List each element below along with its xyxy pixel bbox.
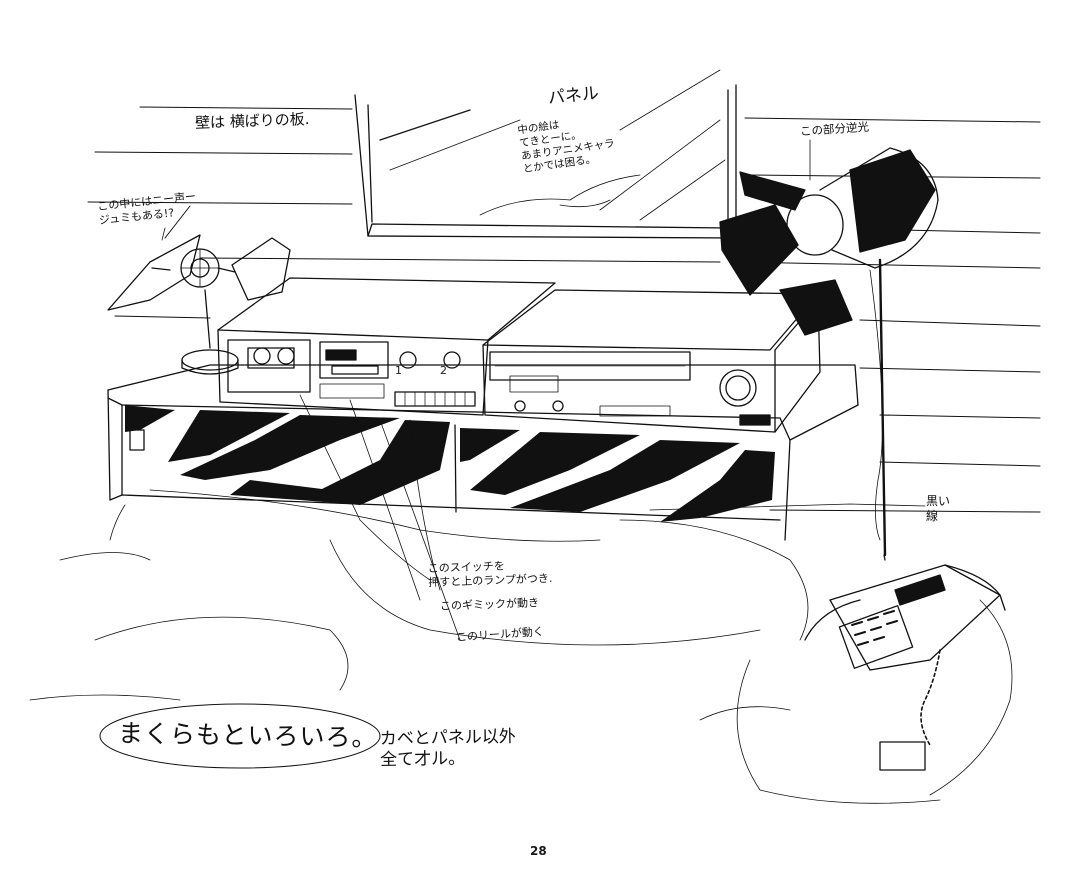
wall-boards bbox=[87, 106, 1041, 513]
deck-label-1: 1 bbox=[395, 364, 402, 377]
switch-note: このスイッチを 押すと上のランプがつき. bbox=[427, 559, 553, 589]
shelf-black-shapes bbox=[125, 405, 775, 522]
page-number: 28 bbox=[530, 844, 547, 858]
leader-lines bbox=[161, 139, 926, 641]
pillow-annotation-circle bbox=[99, 703, 381, 769]
tie-fighter-model-icon bbox=[107, 205, 291, 375]
studio-light-icon bbox=[719, 147, 939, 561]
black-note: 黒い 線 bbox=[926, 494, 951, 523]
walls-panels-note: カベとパネル以外 全て才ル。 bbox=[379, 726, 516, 771]
pillow-note: まくらもといろいろ。 bbox=[117, 718, 378, 753]
pillows bbox=[29, 489, 1013, 804]
tuner-amplifier bbox=[482, 289, 821, 433]
wall-note: 壁は 横ばりの板. bbox=[194, 110, 310, 132]
cassette-deck bbox=[217, 277, 556, 416]
telephone-icon bbox=[804, 564, 1006, 771]
deck-label-2: 2 bbox=[440, 364, 447, 377]
wall-panel bbox=[354, 69, 737, 239]
